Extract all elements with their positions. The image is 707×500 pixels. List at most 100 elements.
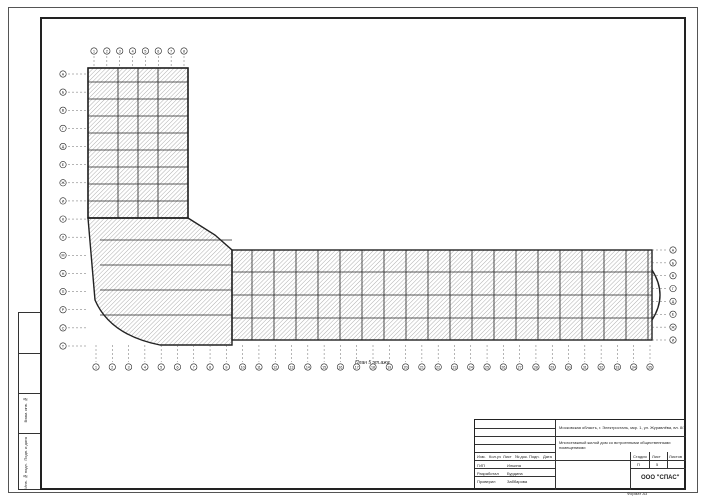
organization: ООО "СПАС" bbox=[641, 475, 680, 481]
svg-text:3: 3 bbox=[128, 365, 130, 369]
axis-bubble-bottom: 2 bbox=[108, 363, 116, 371]
axis-lines bbox=[68, 56, 668, 362]
svg-text:Т: Т bbox=[62, 344, 65, 348]
svg-text:1: 1 bbox=[95, 365, 97, 369]
axis-bubble-left: В bbox=[59, 106, 67, 114]
axis-bubble-top: 1 bbox=[90, 47, 98, 55]
svg-text:П: П bbox=[62, 290, 65, 294]
svg-text:31: 31 bbox=[583, 365, 587, 369]
axis-bubble-bottom: 19 bbox=[385, 363, 393, 371]
axis-bubble-top: 4 bbox=[129, 47, 137, 55]
axis-bubble-left: Н bbox=[59, 269, 67, 277]
axis-bubble-left: И bbox=[59, 197, 67, 205]
svg-text:30: 30 bbox=[567, 365, 571, 369]
axis-bubble-top: 8 bbox=[180, 47, 188, 55]
axis-bubble-bottom: 6 bbox=[173, 363, 181, 371]
svg-text:27: 27 bbox=[518, 365, 522, 369]
axis-bubble-bottom: 5 bbox=[157, 363, 165, 371]
row-header-doc: № док. bbox=[515, 454, 528, 459]
svg-text:12: 12 bbox=[273, 365, 277, 369]
axis-bubble-bottom: 15 bbox=[320, 363, 328, 371]
axis-bubble-right: Е bbox=[669, 310, 677, 318]
axis-bubble-right: Б bbox=[669, 259, 677, 267]
axis-bubble-bottom: 10 bbox=[239, 363, 247, 371]
svg-text:26: 26 bbox=[501, 365, 505, 369]
svg-text:Г: Г bbox=[62, 127, 64, 131]
svg-text:7: 7 bbox=[170, 49, 172, 53]
axis-bubble-right: Ж bbox=[669, 323, 677, 331]
role-checker: Проверил bbox=[477, 479, 496, 484]
svg-text:И: И bbox=[672, 338, 675, 342]
axis-bubble-left: К bbox=[59, 215, 67, 223]
svg-text:Е: Е bbox=[62, 163, 65, 167]
axis-bubble-left: Р bbox=[59, 306, 67, 314]
svg-text:22: 22 bbox=[436, 365, 440, 369]
title-block-address: Московская область, г. Электросталь, мкр… bbox=[559, 425, 686, 430]
axis-bubble-left: Г bbox=[59, 124, 67, 132]
axis-bubble-top: 5 bbox=[141, 47, 149, 55]
svg-text:19: 19 bbox=[387, 365, 391, 369]
axis-bubble-bottom: 20 bbox=[402, 363, 410, 371]
svg-text:9: 9 bbox=[225, 365, 227, 369]
axis-bubble-bottom: 4 bbox=[141, 363, 149, 371]
axis-bubble-right: А bbox=[669, 246, 677, 254]
row-header-count: Кол.уч bbox=[489, 454, 501, 459]
svg-text:8: 8 bbox=[183, 49, 185, 53]
axis-bubble-bottom: 8 bbox=[206, 363, 214, 371]
axis-bubble-bottom: 31 bbox=[581, 363, 589, 371]
axis-bubble-left: Е bbox=[59, 161, 67, 169]
svg-text:Б: Б bbox=[62, 91, 65, 95]
drawing-frame bbox=[40, 17, 686, 490]
axis-bubble-bottom: 3 bbox=[125, 363, 133, 371]
row-header-sheet: Лист bbox=[503, 454, 512, 459]
axis-bubble-bottom: 29 bbox=[548, 363, 556, 371]
svg-text:15: 15 bbox=[322, 365, 326, 369]
axis-bubble-bottom: 11 bbox=[255, 363, 263, 371]
axis-bubble-bottom: 23 bbox=[450, 363, 458, 371]
axis-bubble-bottom: 17 bbox=[353, 363, 361, 371]
sheets-header: Листов bbox=[669, 454, 682, 459]
axis-bubble-left: М bbox=[59, 251, 67, 259]
svg-text:6: 6 bbox=[157, 49, 159, 53]
svg-text:К: К bbox=[62, 217, 65, 221]
svg-text:5: 5 bbox=[160, 365, 162, 369]
svg-text:Ж: Ж bbox=[61, 181, 65, 185]
axis-bubble-right: В bbox=[669, 272, 677, 280]
axis-bubble-left: Б bbox=[59, 88, 67, 96]
stage-header: Стадия bbox=[633, 454, 647, 459]
axis-bubble-bottom: 28 bbox=[532, 363, 540, 371]
svg-text:29: 29 bbox=[550, 365, 554, 369]
sheet-header: Лист bbox=[652, 454, 661, 459]
svg-text:16: 16 bbox=[338, 365, 342, 369]
axis-bubble-left: Т bbox=[59, 342, 67, 350]
corner-section bbox=[87, 217, 233, 346]
axis-bubble-bottom: 34 bbox=[630, 363, 638, 371]
svg-text:3: 3 bbox=[119, 49, 121, 53]
svg-text:5: 5 bbox=[144, 49, 146, 53]
svg-text:Л: Л bbox=[62, 236, 65, 240]
svg-text:Ж: Ж bbox=[671, 326, 675, 330]
svg-text:Р: Р bbox=[62, 308, 65, 312]
svg-text:11: 11 bbox=[257, 365, 261, 369]
axis-bubble-bottom: 33 bbox=[613, 363, 621, 371]
axis-bubble-right: Г bbox=[669, 285, 677, 293]
svg-text:10: 10 bbox=[241, 365, 245, 369]
svg-text:Б: Б bbox=[672, 261, 675, 265]
axis-bubble-bottom: 25 bbox=[483, 363, 491, 371]
svg-text:7: 7 bbox=[193, 365, 195, 369]
svg-text:23: 23 bbox=[452, 365, 456, 369]
axis-bubble-bottom: 26 bbox=[499, 363, 507, 371]
svg-text:1: 1 bbox=[93, 49, 95, 53]
axis-bubble-bottom: 14 bbox=[304, 363, 312, 371]
svg-text:33: 33 bbox=[615, 365, 619, 369]
row-header-change: Изм. bbox=[477, 454, 486, 459]
format-label: Формат А3 bbox=[627, 491, 648, 496]
plan-room-lines bbox=[88, 68, 652, 340]
svg-text:Е: Е bbox=[672, 313, 675, 317]
axis-bubble-bottom: 32 bbox=[597, 363, 605, 371]
drawing-sheet bbox=[8, 7, 698, 493]
axis-bubble-left: Л bbox=[59, 233, 67, 241]
svg-text:25: 25 bbox=[485, 365, 489, 369]
binding-strip: Взам. инв. № Подп. и дата Инв. № подл. bbox=[18, 312, 40, 490]
